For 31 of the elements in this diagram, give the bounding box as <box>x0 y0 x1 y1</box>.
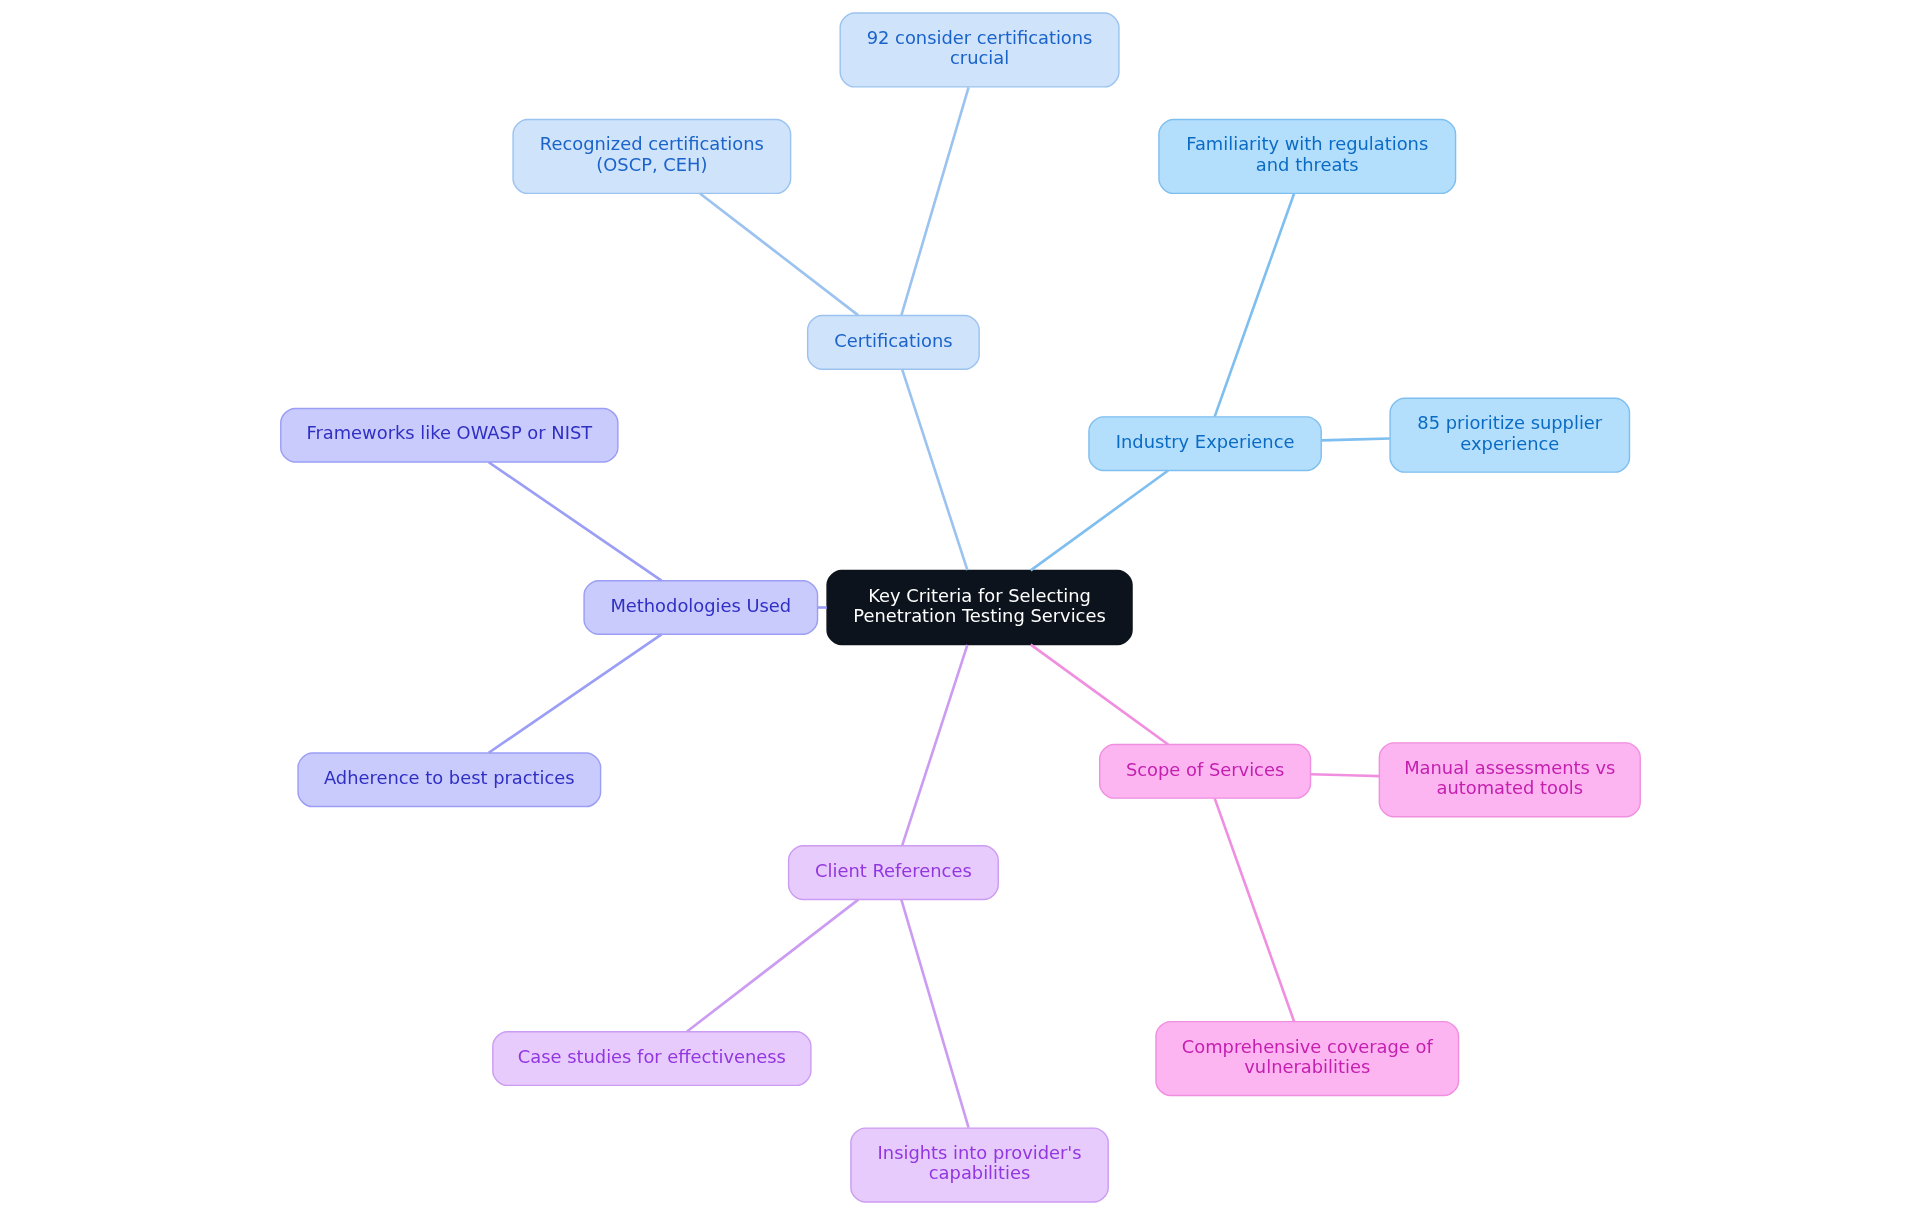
node-box: Scope of Services <box>1098 743 1311 799</box>
node-box: Manual assessments vs automated tools <box>1378 742 1641 818</box>
node-box: Certifications <box>806 314 980 370</box>
node-box: 92 consider certifications crucial <box>838 12 1120 88</box>
connector <box>1029 643 1169 746</box>
connector <box>487 461 662 582</box>
connector <box>1321 437 1390 442</box>
node-box: 85 prioritize supplier experience <box>1388 397 1630 473</box>
node-box: Frameworks like OWASP or NIST <box>279 407 619 463</box>
node-box: Adherence to best practices <box>296 752 601 808</box>
connector <box>685 898 859 1033</box>
node-box: Recognized certifications (OSCP, CEH) <box>511 118 791 195</box>
node-box: Case studies for effectiveness <box>491 1031 812 1087</box>
node-box: Industry Experience <box>1087 416 1322 472</box>
connector <box>1029 469 1169 572</box>
node-box: Methodologies Used <box>582 579 818 635</box>
node-box: Key Criteria for Selecting Penetration Testing Services <box>825 569 1133 646</box>
connector <box>1310 772 1379 778</box>
node-box: Client References <box>787 845 999 901</box>
node-box: Insights into provider's capabilities <box>849 1127 1109 1203</box>
connector <box>899 86 970 316</box>
connector <box>817 606 827 609</box>
connector <box>900 644 969 846</box>
connector <box>698 192 859 317</box>
connector <box>1212 193 1295 418</box>
connector <box>900 369 969 571</box>
connector <box>487 633 662 754</box>
connector <box>899 899 970 1129</box>
node-box: Familiarity with regulations and threats <box>1157 118 1456 195</box>
node-box: Comprehensive coverage of vulnerabilities <box>1154 1020 1459 1097</box>
connector <box>1212 797 1295 1022</box>
